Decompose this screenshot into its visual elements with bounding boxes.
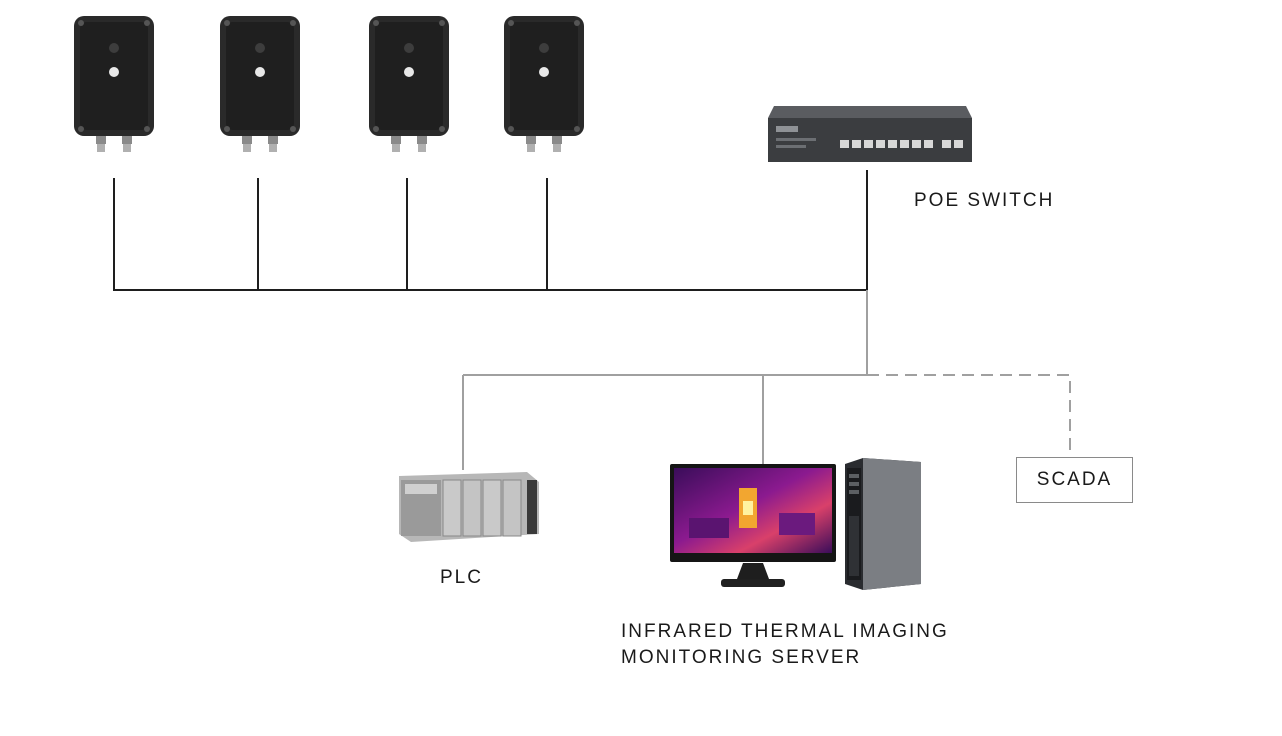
thermal-camera-4 [504, 16, 584, 152]
poe-switch [768, 106, 972, 162]
poe-switch-icon [768, 106, 972, 162]
scada-box: SCADA [1016, 457, 1133, 503]
thermal-camera-icon [220, 16, 300, 152]
server-label-line1: INFRARED THERMAL IMAGING [621, 621, 949, 642]
plc [399, 472, 539, 542]
poe-switch-label: POE SWITCH [914, 190, 1055, 211]
monitor [670, 464, 836, 587]
server-tower [845, 458, 921, 590]
monitor-icon [670, 464, 836, 587]
scada-dashed-link [867, 374, 1071, 457]
thermal-camera-icon [369, 16, 449, 152]
plc-label: PLC [440, 567, 483, 588]
thermal-camera-3 [369, 16, 449, 152]
thermal-camera-icon [74, 16, 154, 152]
server-tower-icon [845, 458, 921, 590]
scada-label: SCADA [1036, 469, 1113, 490]
thermal-camera-1 [74, 16, 154, 152]
server-label-line2: MONITORING SERVER [621, 647, 862, 668]
plc-icon [399, 472, 539, 542]
thermal-camera-2 [220, 16, 300, 152]
thermal-camera-icon [504, 16, 584, 152]
